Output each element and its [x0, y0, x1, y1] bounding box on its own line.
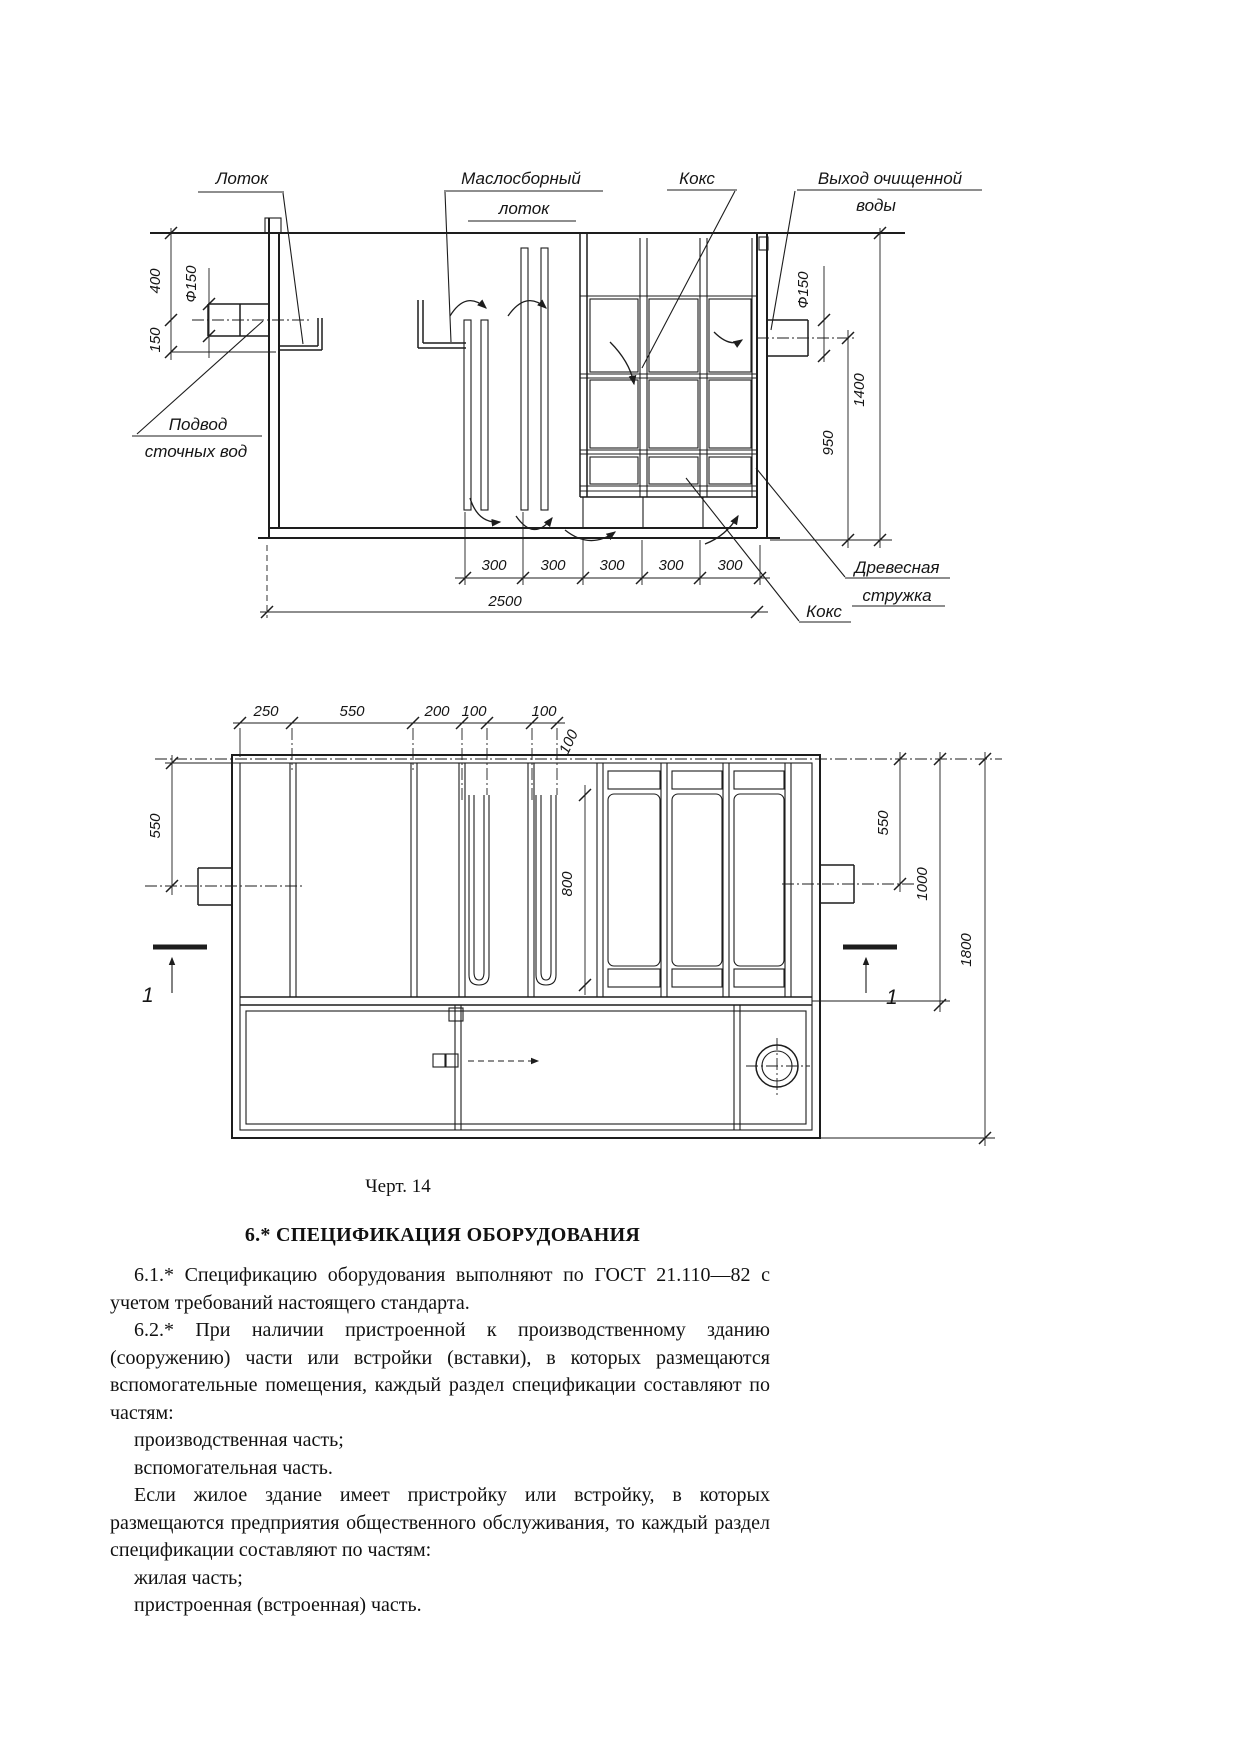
paragraph-residential: Если жилое здание имеет пристройку или в…: [110, 1484, 770, 1561]
oil-trough-and-baffles: [417, 247, 549, 511]
dim-dia150-right: Ф150: [795, 271, 812, 309]
dim-100-a: 100: [461, 703, 487, 720]
dim-400: 400: [147, 268, 164, 294]
paragraph-6-1: 6.1.* Спецификацию оборудования выполняю…: [110, 1264, 770, 1314]
section-mark-left: 1: [142, 984, 154, 1007]
paragraph-list-item-2: вспомогательная часть.: [134, 1456, 333, 1479]
paragraph-list-item-1: производственная часть;: [134, 1429, 344, 1451]
plan-view-drawing: 250 550 200 100 100 100 550 800 550 1000…: [142, 703, 1002, 1146]
paragraph-list-item-3: жилая часть;: [134, 1566, 243, 1589]
dim-300-4: 300: [658, 557, 684, 574]
label-inlet-line2: сточных вод: [145, 442, 247, 461]
dim-2500: 2500: [487, 593, 522, 610]
label-shavings-line1: Древесная: [852, 558, 939, 577]
label-outlet-line2: воды: [856, 196, 896, 215]
dim-100-b: 100: [531, 703, 557, 720]
plan-stubs: [145, 864, 915, 906]
dim-300-2: 300: [540, 557, 566, 574]
label-maslo-line2: лоток: [498, 199, 550, 218]
inlet-pipe: [192, 303, 323, 351]
section-cut-marks: 1 1: [142, 944, 898, 1009]
plan-tank-shell: [155, 754, 1002, 1139]
label-maslo-line1: Маслосборный: [461, 169, 581, 188]
dim-100-rotated: 100: [556, 727, 582, 757]
coke-filter-box: [579, 233, 757, 528]
plan-dividers-baffles: [289, 763, 557, 997]
plan-filter-cells: [596, 763, 792, 997]
dim-550-top: 550: [339, 703, 365, 720]
section-heading: 6.* СПЕЦИФИКАЦИЯ ОБОРУДОВАНИЯ: [244, 1224, 641, 1246]
dim-200: 200: [423, 703, 450, 720]
dim-250: 250: [252, 703, 279, 720]
paragraph-list-item-4: пристроенная (встроенная) часть.: [134, 1594, 422, 1616]
callout-labels: Лоток Маслосборный лоток Кокс Выход очищ…: [132, 169, 982, 623]
section-mark-right: 1: [886, 986, 898, 1009]
dim-150: 150: [147, 327, 164, 353]
dim-550-right: 550: [875, 810, 892, 836]
dim-dia150-left: Ф150: [183, 265, 200, 303]
dim-300-5: 300: [717, 557, 743, 574]
plan-side-dimensions: 550 800 550 1000 1800: [147, 752, 995, 1146]
dim-300-1: 300: [481, 557, 507, 574]
paragraph-6-2: 6.2.* При наличии пристроенной к произво…: [110, 1319, 770, 1424]
left-dimensions: 400 150 Ф150: [147, 226, 276, 360]
dim-300-3: 300: [599, 557, 625, 574]
tank-shell: [150, 217, 905, 539]
body-text: 6.1.* Спецификацию оборудования выполняю…: [110, 1262, 770, 1620]
dim-1000: 1000: [914, 867, 931, 901]
flow-arrows: [449, 299, 744, 545]
dim-950: 950: [820, 430, 837, 456]
dim-800: 800: [559, 871, 576, 897]
right-dimensions: Ф150 950 1400: [770, 226, 892, 548]
figure-caption: Черт. 14: [365, 1176, 431, 1197]
dim-1800: 1800: [958, 933, 975, 967]
label-lotok: Лоток: [215, 169, 270, 188]
bottom-dimension-chain: 300 300 300 300 300 2500: [260, 512, 770, 619]
label-koks-top: Кокс: [679, 169, 715, 188]
label-shavings-line2: стружка: [862, 586, 931, 605]
outlet-pipe: [757, 319, 856, 357]
plan-top-dimensions: 250 550 200 100 100 100: [233, 703, 582, 800]
label-outlet-line1: Выход очищенной: [818, 169, 963, 188]
section-view-drawing: 400 150 Ф150 Ф150 950 1400 300 300 300: [132, 169, 982, 623]
plan-lower-chamber: [245, 1005, 810, 1130]
label-koks-bottom: Кокс: [806, 602, 842, 621]
dim-1400: 1400: [851, 373, 868, 407]
label-inlet-line1: Подвод: [169, 415, 228, 434]
dim-550-left: 550: [147, 813, 164, 839]
technical-drawing-figure: 400 150 Ф150 Ф150 950 1400 300 300 300: [132, 169, 1002, 1146]
